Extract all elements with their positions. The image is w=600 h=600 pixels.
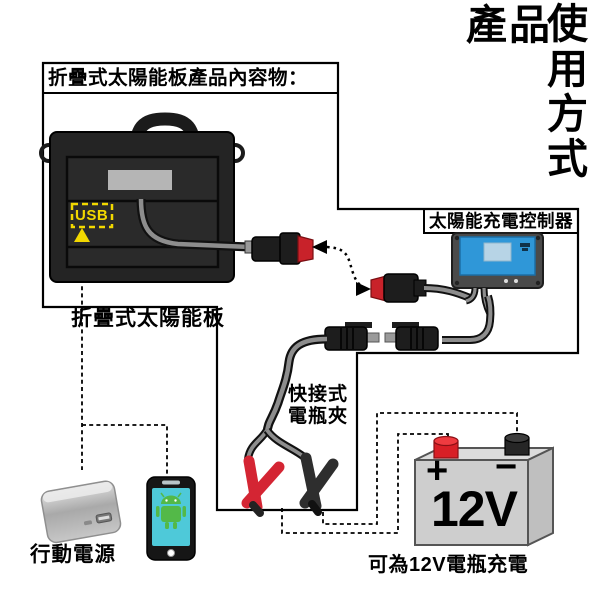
power-bank-label: 行動電源 — [30, 543, 116, 566]
battery-minus-symbol: − — [495, 446, 518, 488]
negative-clip-dashed-line — [322, 412, 518, 525]
red-tip — [297, 235, 314, 263]
phone-home-button — [167, 549, 175, 557]
battery-plus-symbol: + — [426, 450, 449, 492]
panel-gray-strip — [108, 170, 172, 190]
title-char: 式 — [547, 136, 588, 182]
page-title-vertical: 使 用 方 式 — [547, 2, 588, 182]
connect-arrow-icon — [312, 240, 371, 296]
smartphone — [146, 476, 196, 561]
content-outline — [41, 61, 580, 512]
sae-connector-controller — [370, 273, 427, 303]
clips-label-line2: 電瓶夾 — [288, 405, 349, 427]
controller-label: 太陽能充電控制器 — [429, 211, 573, 231]
usb-label: USB — [75, 207, 109, 224]
panel-contents-label: 折疊式太陽能板產品內容物： — [48, 67, 309, 89]
page-title-horizontal: 產品 — [466, 2, 552, 48]
controller-output-cables — [442, 287, 495, 344]
indicator-dot — [514, 279, 518, 283]
usb-dashed-box — [70, 202, 114, 229]
sae-connector-panel — [244, 232, 314, 265]
phone-speaker — [162, 480, 180, 485]
battery-12v — [414, 432, 554, 547]
title-char: 用 — [547, 46, 588, 92]
solar-panel-caption: 折疊式太陽能板 — [71, 307, 225, 330]
clips-label-line1: 快接式 — [288, 384, 349, 405]
red-clip — [241, 455, 285, 517]
battery-voltage-label: 12V — [431, 481, 518, 537]
indicator-dot — [504, 279, 508, 283]
battery-terminal-positive — [433, 435, 459, 459]
title-char: 方 — [547, 91, 588, 137]
controller-input-cable — [423, 284, 472, 302]
battery-caption: 可為12V電瓶充電 — [368, 554, 529, 576]
controller-screen — [483, 242, 512, 262]
charge-controller — [451, 232, 544, 289]
usb-up-arrow-icon — [74, 228, 90, 242]
black-clip — [299, 452, 339, 516]
title-char: 使 — [547, 1, 588, 47]
usb-c-port — [83, 520, 93, 526]
positive-clip-dashed-line — [281, 433, 449, 534]
sae-connector-pair — [324, 322, 439, 351]
android-robot-icon — [156, 492, 186, 529]
phone-branch-dashed-line — [82, 424, 168, 477]
usb-port-icon — [520, 243, 530, 251]
battery-terminal-negative — [504, 432, 530, 456]
battery-clips-label: 快接式 電瓶夾 — [288, 384, 348, 427]
panel-cable — [136, 198, 251, 252]
power-bank — [40, 480, 122, 544]
